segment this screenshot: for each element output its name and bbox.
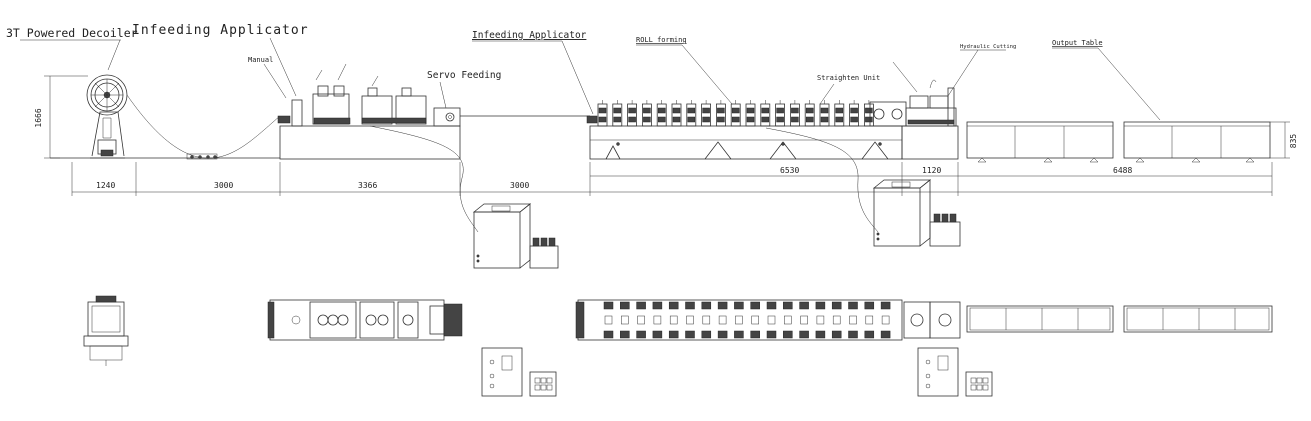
plan-roll-stand — [652, 301, 663, 339]
label-infeeding-mid: Infeeding Applicator — [472, 30, 587, 41]
label-infeeding-top: Infeeding Applicator — [132, 23, 309, 38]
plan-roll-stand — [848, 301, 858, 339]
infeeding-plan — [267, 299, 463, 341]
plan-roll-stand — [685, 301, 695, 339]
dimension-chain — [71, 162, 1273, 196]
roll-stand — [760, 100, 771, 127]
label-hydraulic-cutting: Hydraulic Cutting — [960, 44, 1016, 50]
roll-stand — [656, 100, 667, 127]
plan-roll-stand — [668, 301, 679, 339]
roll-stand — [701, 100, 711, 127]
plan-roll-stand — [636, 301, 646, 339]
dim-3366: 3366 — [358, 181, 377, 190]
control-panel-plan-1 — [481, 347, 557, 397]
label-decoiler: 3T Powered Decoiler — [6, 26, 138, 40]
label-manual: Manual — [248, 56, 273, 64]
dim-3000-b: 3000 — [510, 181, 529, 190]
roll-stand — [819, 100, 830, 127]
straighten-cutting-unit — [869, 87, 959, 160]
roll-stand — [627, 100, 637, 127]
roll-forming-plan — [575, 299, 961, 341]
plan-roll-stand — [831, 301, 842, 339]
decoiler-plan — [83, 295, 129, 366]
plan-roll-stand — [766, 301, 777, 339]
roll-stand — [642, 100, 652, 127]
decoiler-elevation — [86, 74, 128, 159]
dim-6530: 6530 — [780, 166, 799, 175]
plan-roll-stand — [815, 301, 826, 339]
roll-stand — [745, 100, 756, 127]
roll-stand — [612, 100, 623, 127]
label-straighten-unit: Straighten Unit — [817, 74, 880, 82]
plan-roll-stand — [880, 301, 891, 339]
control-cabinet-2 — [872, 179, 961, 247]
label-servo-feeding: Servo Feeding — [427, 70, 501, 81]
roll-stand — [804, 100, 815, 127]
plan-roll-stand — [701, 301, 712, 339]
roll-forming-machine — [586, 100, 903, 160]
dim-6488: 6488 — [1113, 166, 1132, 175]
output-table-2 — [1123, 121, 1271, 163]
plan-roll-stand — [620, 301, 630, 339]
roll-stand — [716, 100, 726, 127]
label-output-table: Output Table — [1052, 39, 1103, 47]
roll-stand — [864, 100, 874, 127]
roll-stand — [671, 100, 682, 127]
dim-height-835: 835 — [1289, 134, 1298, 149]
control-cabinet-1 — [472, 203, 559, 269]
plan-roll-stand — [734, 301, 744, 339]
roll-stand — [730, 100, 741, 127]
plan-roll-stand — [864, 301, 875, 339]
roll-stand — [790, 100, 800, 127]
dim-height-1666: 1666 — [34, 108, 43, 127]
dim-1120: 1120 — [922, 166, 941, 175]
control-panel-plan-2 — [917, 347, 993, 397]
roll-stand — [849, 100, 859, 127]
plan-roll-stand — [783, 301, 793, 339]
label-roll-forming: ROLL forming — [636, 36, 687, 44]
roll-stand — [775, 100, 785, 127]
roll-stand — [834, 100, 845, 127]
output-table-1 — [966, 121, 1114, 163]
dim-1240: 1240 — [96, 181, 115, 190]
output-table-plan — [966, 305, 1273, 333]
plan-roll-stand — [717, 301, 728, 339]
roll-stand — [686, 100, 697, 127]
plan-roll-stand — [603, 301, 614, 339]
dim-3000-a: 3000 — [214, 181, 233, 190]
roll-stand — [597, 100, 608, 127]
plan-roll-stand — [750, 301, 760, 339]
plan-roll-stand — [799, 301, 809, 339]
